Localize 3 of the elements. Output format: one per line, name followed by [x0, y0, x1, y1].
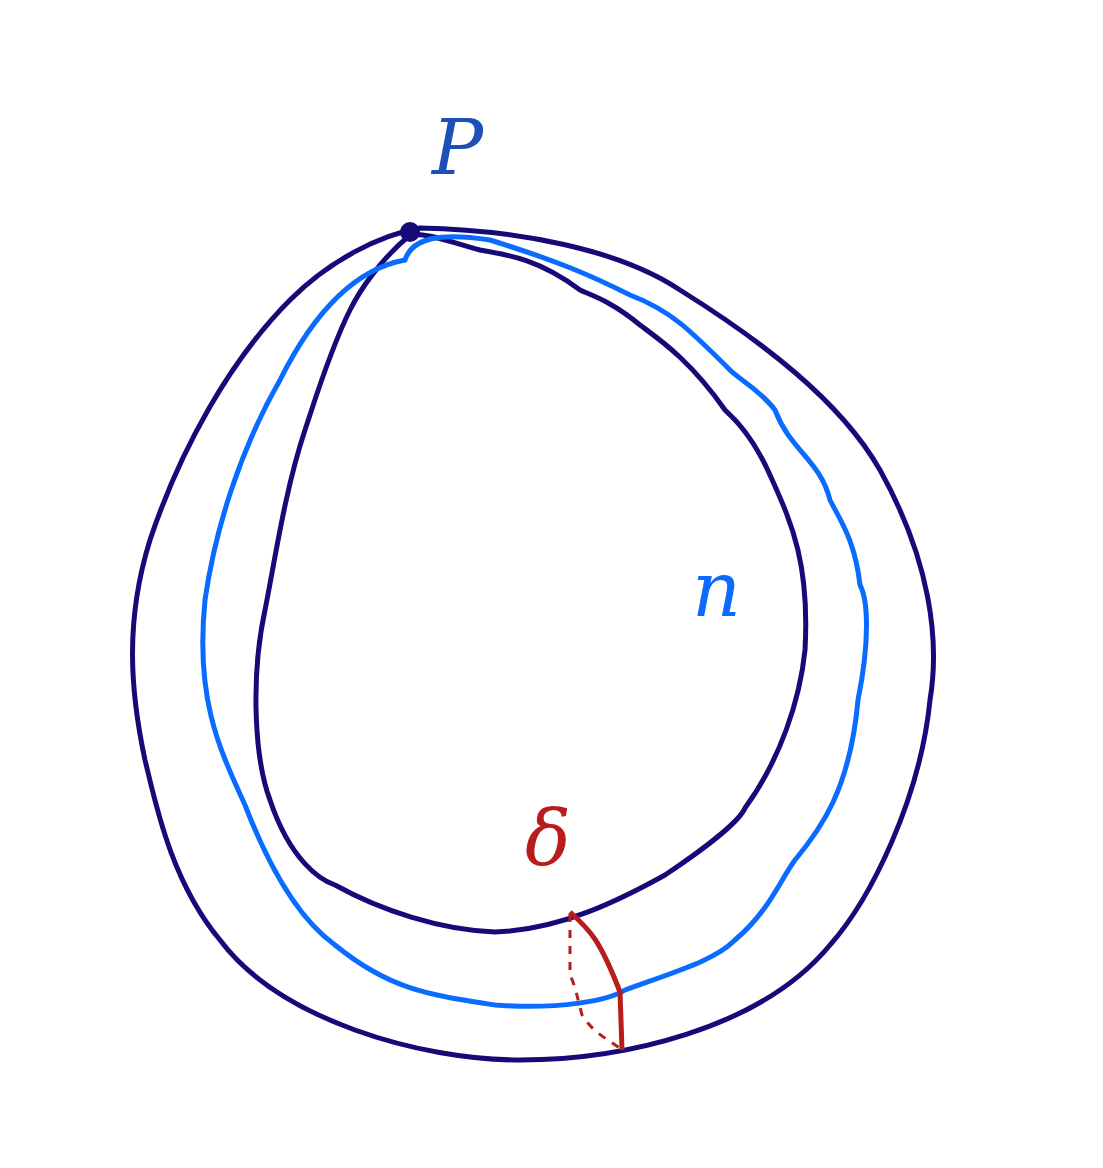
point-label: P	[432, 110, 484, 186]
curve-label: n	[692, 552, 741, 628]
distance-label: δ	[525, 800, 571, 876]
